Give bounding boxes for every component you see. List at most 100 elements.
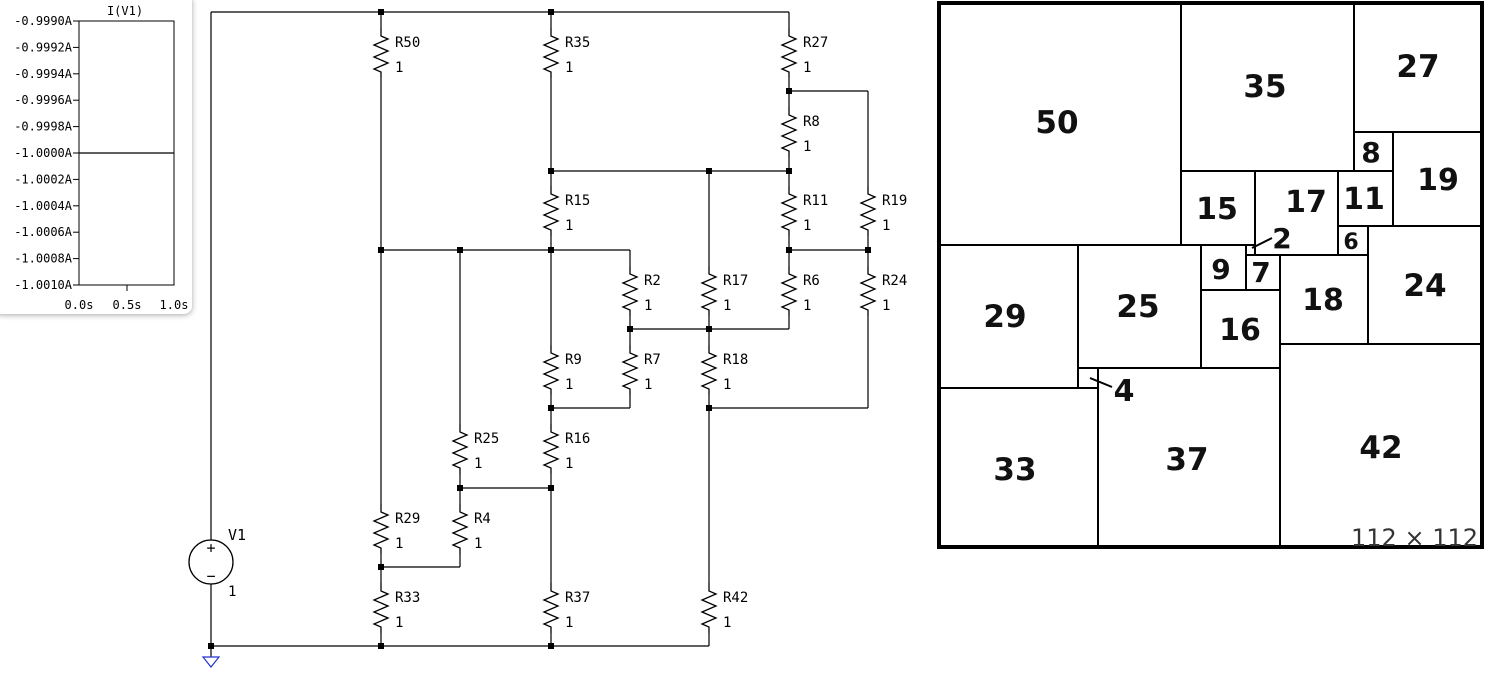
svg-text:R42: R42	[723, 590, 748, 606]
plot-title: I(V1)	[107, 4, 143, 18]
square-frame	[937, 1, 1484, 549]
svg-text:R9: R9	[565, 352, 582, 368]
y-tick-label: -0.9994A	[14, 67, 73, 81]
y-tick-label: -1.0002A	[14, 172, 73, 186]
svg-text:R7: R7	[644, 352, 661, 368]
schematic-wires	[210, 11, 869, 657]
leader-line	[1251, 237, 1273, 249]
resistor-r7: R7 1	[621, 345, 661, 395]
waveform-panel	[0, 0, 192, 314]
y-tick-label: -1.0008A	[14, 252, 73, 266]
square-label: 24	[1403, 268, 1446, 304]
square-17	[1254, 170, 1339, 256]
y-tick-label: -1.0004A	[14, 199, 73, 213]
y-tick-label: -0.9998A	[14, 120, 73, 134]
square-label: 19	[1417, 163, 1459, 198]
resistor-r9: R9 1	[542, 345, 582, 395]
x-tick-label: 0.0s	[65, 298, 94, 312]
resistor-r25: R25 1	[451, 424, 499, 474]
square-24	[1367, 225, 1483, 345]
svg-text:R6: R6	[803, 273, 820, 289]
square-label: 4	[1114, 374, 1135, 409]
resistor-r19: R19 1	[859, 186, 907, 236]
svg-text:R19: R19	[882, 193, 907, 209]
waveform-plot: I(V1) -0.9990A -0.9992A -0.9994A -0.9996…	[14, 4, 188, 312]
resistor-r35: R35 1	[542, 28, 590, 78]
svg-text:1: 1	[565, 60, 573, 76]
square-11	[1337, 170, 1394, 227]
svg-text:R35: R35	[565, 35, 590, 51]
svg-text:1: 1	[723, 615, 731, 631]
square-label: 50	[1035, 105, 1078, 141]
square-label: 11	[1343, 182, 1385, 217]
svg-text:R11: R11	[803, 193, 828, 209]
svg-text:1: 1	[395, 60, 403, 76]
svg-text:R16: R16	[565, 431, 590, 447]
square-label: 15	[1196, 192, 1238, 227]
y-tick-label: -1.0000A	[14, 146, 73, 160]
svg-text:1: 1	[882, 218, 890, 234]
y-tick-label: -0.9996A	[14, 93, 73, 107]
y-tick-label: -0.9990A	[14, 14, 73, 28]
square-label: 9	[1211, 253, 1230, 286]
square-label: 18	[1302, 283, 1344, 318]
svg-text:1: 1	[474, 456, 482, 472]
svg-text:1: 1	[803, 218, 811, 234]
squared-square: 50 35 27 8 19 15 17 11 2 6 9 7 29 25 18 …	[937, 1, 1484, 552]
svg-text:1: 1	[803, 60, 811, 76]
y-axis-ticks	[73, 20, 79, 286]
resistor-r11: R11 1	[780, 186, 828, 236]
square-label: 25	[1116, 289, 1159, 325]
resistor-r2: R2 1	[621, 266, 661, 316]
svg-text:R24: R24	[882, 273, 907, 289]
square-8	[1353, 131, 1394, 172]
resistor-r17: R17 1	[700, 266, 748, 316]
square-15	[1180, 170, 1256, 246]
square-33	[938, 387, 1099, 548]
x-tick-label: 1.0s	[160, 298, 189, 312]
svg-text:−: −	[206, 567, 215, 585]
svg-text:R4: R4	[474, 511, 491, 527]
square-19	[1392, 131, 1483, 227]
svg-text:R33: R33	[395, 590, 420, 606]
svg-text:R18: R18	[723, 352, 748, 368]
y-tick-label: -1.0006A	[14, 225, 73, 239]
svg-text:R27: R27	[803, 35, 828, 51]
svg-text:1: 1	[723, 298, 731, 314]
svg-text:R2: R2	[644, 273, 661, 289]
square-label: 2	[1272, 222, 1291, 255]
svg-text:R25: R25	[474, 431, 499, 447]
square-37	[1097, 367, 1281, 548]
square-label: 16	[1219, 313, 1261, 348]
svg-text:1: 1	[803, 139, 811, 155]
square-label: 7	[1251, 256, 1270, 289]
resistor-r24: R24 1	[859, 266, 907, 316]
leader-line	[1089, 377, 1113, 388]
svg-text:R50: R50	[395, 35, 420, 51]
svg-text:R29: R29	[395, 511, 420, 527]
svg-text:R15: R15	[565, 193, 590, 209]
square-4	[1077, 367, 1099, 389]
square-label: 33	[993, 452, 1036, 488]
svg-text:1: 1	[644, 298, 652, 314]
resistor-r6: R6 1	[780, 266, 820, 316]
resistor-r50: R50 1	[372, 28, 420, 78]
svg-text:1: 1	[395, 615, 403, 631]
square-caption: 112 × 112	[1351, 524, 1478, 552]
resistor-r18: R18 1	[700, 345, 748, 395]
source-name: V1	[228, 526, 246, 544]
square-29	[938, 244, 1079, 389]
square-42	[1279, 343, 1483, 548]
svg-text:1: 1	[395, 536, 403, 552]
y-tick-label: -0.9992A	[14, 40, 73, 54]
square-label: 8	[1361, 136, 1380, 169]
square-label: 35	[1243, 69, 1286, 105]
x-tick-label: 0.5s	[113, 298, 142, 312]
square-label: 42	[1359, 430, 1402, 466]
svg-text:1: 1	[565, 377, 573, 393]
ground-icon	[201, 656, 221, 668]
resistor-r33: R33 1	[372, 583, 420, 633]
resistor-r29: R29 1	[372, 504, 420, 554]
svg-text:1: 1	[882, 298, 890, 314]
